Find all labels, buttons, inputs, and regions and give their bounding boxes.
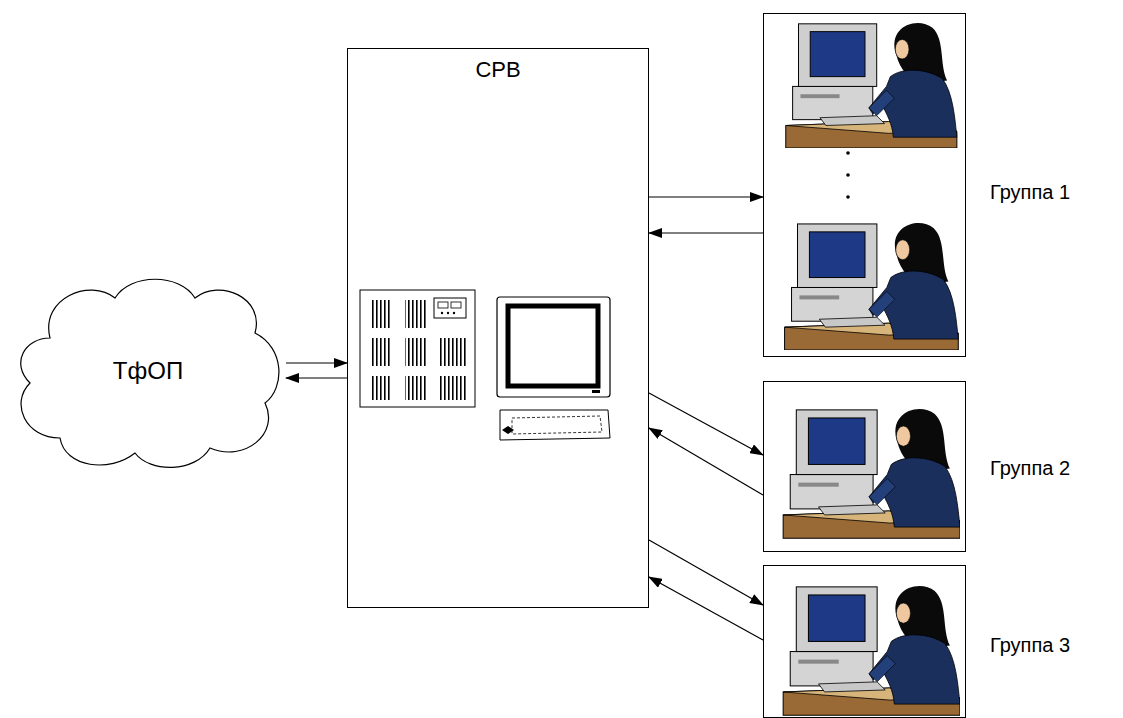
node-title: СРВ — [348, 57, 648, 83]
signal-arrow — [649, 393, 763, 455]
group-box: Группа 1 — [763, 13, 966, 357]
server-box: СРВ — [347, 48, 649, 608]
signal-arrow — [649, 540, 763, 605]
network-cloud: ТфОП — [10, 268, 286, 473]
group-label: Группа 2 — [990, 457, 1070, 480]
signal-arrow — [649, 577, 763, 640]
signal-arrow — [649, 428, 763, 495]
group-label: Группа 1 — [990, 181, 1070, 204]
group-box: Группа 2 — [763, 381, 966, 552]
signal-arrow — [649, 232, 763, 233]
group-label: Группа 3 — [990, 634, 1070, 657]
group-box: Группа 3 — [763, 565, 966, 718]
node-title: ТфОП — [113, 357, 183, 385]
signal-arrow — [286, 377, 347, 378]
signal-arrow — [286, 362, 347, 363]
signal-arrow — [649, 196, 763, 197]
